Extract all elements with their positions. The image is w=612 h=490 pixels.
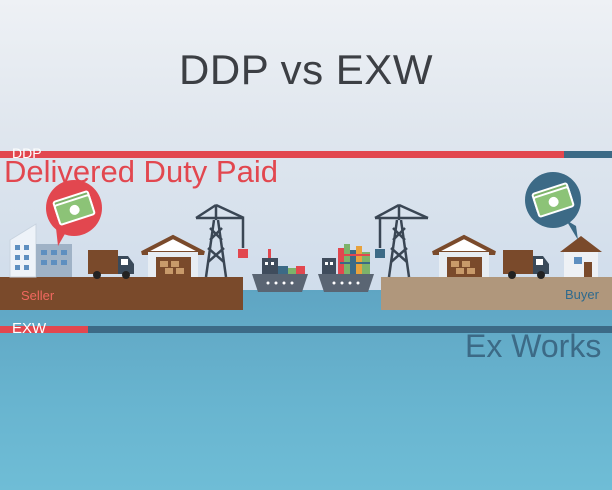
warehouse-icon: [141, 234, 205, 277]
office-building-icon: [9, 223, 72, 278]
money-bubble-icon: [525, 172, 581, 240]
crane-container-icon: [238, 249, 248, 258]
ddp-full-label: Delivered Duty Paid: [4, 154, 278, 189]
truck-icon: [88, 250, 134, 279]
page-title: DDP vs EXW: [179, 46, 433, 93]
truck-icon: [503, 250, 549, 279]
buyer-land: [381, 277, 612, 310]
cargo-ship-icon: [318, 244, 374, 292]
exw-bar-blue: [88, 326, 612, 333]
ddp-bar-red: [0, 151, 564, 158]
money-bubble-icon: [46, 180, 102, 246]
cargo-ship-icon: [252, 249, 308, 292]
seller-label: Seller: [21, 288, 55, 303]
ddp-abbr-label: DDP: [12, 145, 42, 161]
crane-container-icon: [375, 249, 385, 258]
crane-icon: [374, 203, 429, 278]
sea-background: [0, 290, 612, 490]
exw-abbr-label: EXW: [12, 320, 47, 337]
buyer-label: Buyer: [565, 287, 599, 302]
house-icon: [560, 236, 602, 277]
ddp-bar-blue: [564, 151, 612, 158]
seller-land: [0, 277, 243, 310]
warehouse-icon: [432, 234, 496, 277]
crane-icon: [195, 203, 245, 278]
exw-full-label: Ex Works: [465, 328, 602, 364]
exw-bar-red: [0, 326, 88, 333]
